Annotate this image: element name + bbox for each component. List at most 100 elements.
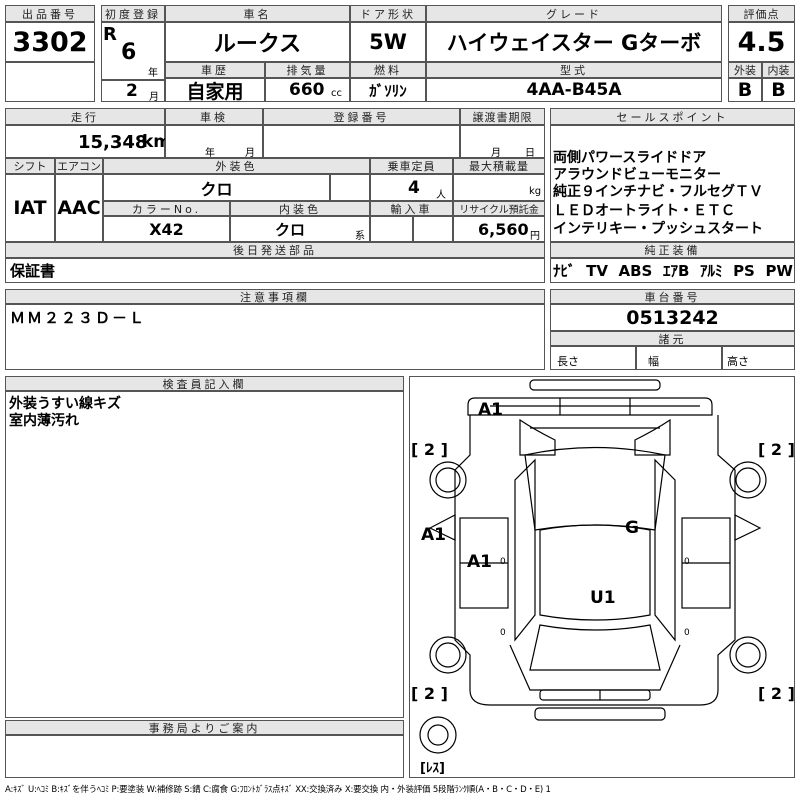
recycle-label: リサイクル預託金 xyxy=(453,201,545,216)
mileage-label: 走行 xyxy=(5,108,165,125)
equip-box xyxy=(550,258,795,283)
displacement-box xyxy=(265,78,350,102)
first-reg-label: 初度登録 xyxy=(101,5,165,22)
reg-year: 6 xyxy=(121,40,137,65)
notes-label: 注意事項欄 xyxy=(5,289,545,304)
displacement-unit: cc xyxy=(331,88,342,99)
ac-label: エアコン xyxy=(55,158,103,174)
damage-mark-front-a1: A1 xyxy=(478,400,503,420)
notes-text: ＭＭ２２３Ｄ－Ｌ xyxy=(10,309,147,327)
sales-line: 純正９インチナビ・フルセグＴＶ xyxy=(553,184,763,200)
spare-tire-label: [ﾚｽ] xyxy=(420,761,445,776)
color-no-box xyxy=(103,216,230,242)
reg-no-label: 登録番号 xyxy=(263,108,460,125)
interior-box xyxy=(762,78,795,102)
lot-number: 3302 xyxy=(12,26,88,58)
model: 4AA-B45A xyxy=(526,80,622,100)
sales-line: アラウンドビューモニター xyxy=(553,167,721,183)
ext-color-label: 外装色 xyxy=(103,158,370,174)
office-box xyxy=(5,735,404,778)
ac-box xyxy=(55,174,103,242)
sales-line: インテリキー・プッシュスタート xyxy=(553,221,763,237)
car-diagram-box xyxy=(409,376,795,778)
equip-item: ﾅﾋﾞ xyxy=(553,262,576,280)
equip-item: PW xyxy=(765,261,793,280)
lot-box xyxy=(5,22,95,62)
inspection-month-unit: 月 xyxy=(245,148,255,159)
capacity-label: 乗車定員 xyxy=(370,158,453,174)
svg-text:0: 0 xyxy=(500,628,506,638)
grade-label: グレード xyxy=(426,5,722,22)
ac: AAC xyxy=(57,197,101,219)
exterior-box xyxy=(728,78,762,102)
recycle-box xyxy=(453,216,545,242)
score-box xyxy=(728,22,795,62)
ext-color-extra xyxy=(330,174,370,201)
first-reg-month-box xyxy=(101,80,165,102)
car-name-label: 車名 xyxy=(165,5,350,22)
height-label: 高さ xyxy=(727,355,749,368)
svg-text:0: 0 xyxy=(684,557,690,567)
equip-item: PS xyxy=(733,261,755,280)
door-label: ドア形状 xyxy=(350,5,426,22)
model-label: 型式 xyxy=(426,62,722,78)
length-box xyxy=(550,346,636,370)
era: R xyxy=(103,24,117,45)
transfer-day-unit: 日 xyxy=(525,148,535,159)
mileage: 15,348 xyxy=(78,131,148,153)
max-load-unit: kg xyxy=(529,186,542,197)
int-color-label: 内装色 xyxy=(230,201,370,216)
height-box xyxy=(722,346,795,370)
import-label: 輸入車 xyxy=(370,201,453,216)
equip-item: ｱﾙﾐ xyxy=(699,262,723,280)
inspector-label: 検査員記入欄 xyxy=(5,376,404,391)
sales-line: 両側パワースライドドア xyxy=(553,150,707,166)
equip-list: ﾅﾋﾞ TV ABS ｴｱB ｱﾙﾐ PS PW xyxy=(553,258,793,283)
capacity-unit: 人 xyxy=(436,190,446,201)
reg-no-box xyxy=(263,125,460,158)
inspection-label: 車検 xyxy=(165,108,263,125)
width-box xyxy=(636,346,722,370)
shift-label: シフト xyxy=(5,158,55,174)
recycle-unit: 円 xyxy=(530,231,540,242)
history-label: 車歴 xyxy=(165,62,265,78)
door-type: 5W xyxy=(369,30,407,54)
spec-label: 諸元 xyxy=(550,331,795,346)
car-name: ルークス xyxy=(213,32,302,57)
svg-text:0: 0 xyxy=(500,557,506,567)
inspection-box xyxy=(165,125,263,158)
exterior-score: B xyxy=(737,79,753,101)
fuel: ｶﾞｿﾘﾝ xyxy=(369,81,407,100)
score-label: 評価点 xyxy=(728,5,795,22)
month-unit: 月 xyxy=(149,92,159,103)
capacity-box xyxy=(370,174,453,201)
tire-count-rl: [ 2 ] xyxy=(411,684,448,703)
history-box xyxy=(165,78,265,102)
tire-count-rr: [ 2 ] xyxy=(758,684,795,703)
notes-box xyxy=(5,304,545,370)
transfer-label: 譲渡書期限 xyxy=(460,108,545,125)
inspector-box xyxy=(5,391,404,718)
year-unit: 年 xyxy=(148,68,158,79)
damage-mark-left-door-a1: A1 xyxy=(421,525,446,545)
tire-count-fr: [ 2 ] xyxy=(758,440,795,459)
int-color-unit: 系 xyxy=(355,231,365,242)
damage-mark-roof-u1: U1 xyxy=(590,588,616,608)
sales-line: ＬＥＤオートライト・ＥＴＣ xyxy=(553,203,735,219)
interior-label: 内装 xyxy=(762,62,795,78)
capacity: 4 xyxy=(408,177,420,198)
exterior-label: 外装 xyxy=(728,62,762,78)
lot-empty xyxy=(5,62,95,102)
equip-label: 純正装備 xyxy=(550,242,795,258)
color-no: X42 xyxy=(149,219,184,239)
tire-count-fl: [ 2 ] xyxy=(411,440,448,459)
import-box-1 xyxy=(370,216,413,242)
car-name-box xyxy=(165,22,350,62)
displacement-label: 排気量 xyxy=(265,62,350,78)
grade-box xyxy=(426,22,722,62)
ext-color-box xyxy=(103,174,330,201)
history: 自家用 xyxy=(186,80,244,103)
int-color-box xyxy=(230,216,370,242)
shift-box xyxy=(5,174,55,242)
fuel-box xyxy=(350,78,426,102)
